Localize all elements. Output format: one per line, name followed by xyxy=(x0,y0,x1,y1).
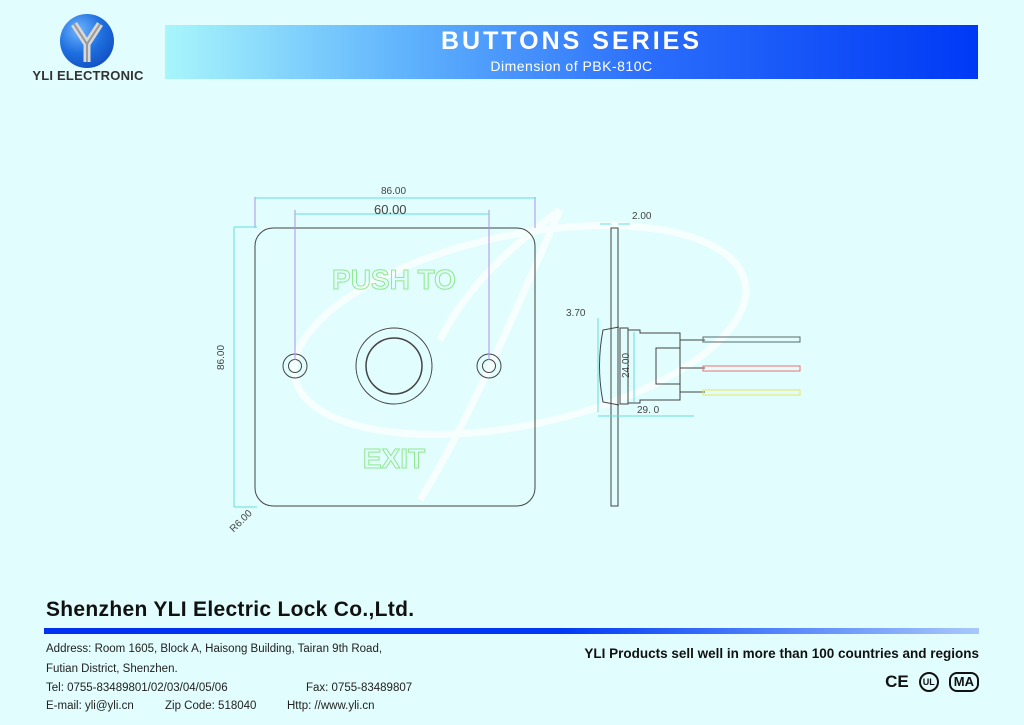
legend-exit: EXIT xyxy=(363,443,425,474)
wire-grey xyxy=(702,336,801,343)
certification-marks: CE UL MA xyxy=(885,672,979,692)
company-logo: YLI ELECTRONIC xyxy=(18,12,158,88)
dim-overall-height: 86.00 xyxy=(216,344,228,371)
dim-plate-thickness: 2.00 xyxy=(632,211,652,222)
ul-mark-icon: UL xyxy=(918,672,939,692)
slogan: YLI Products sell well in more than 100 … xyxy=(584,646,979,661)
footer-divider xyxy=(44,628,979,634)
cma-mark-icon: MA xyxy=(948,672,979,692)
page-subtitle: Dimension of PBK-810C xyxy=(490,58,653,74)
side-plate-outline xyxy=(610,227,619,507)
zip-code: Zip Code: 518040 xyxy=(165,700,257,712)
page-title: BUTTONS SERIES xyxy=(440,27,703,55)
email: E-mail: yli@yli.cn xyxy=(46,700,134,712)
dim-overall-width: 86.00 xyxy=(381,186,407,197)
address-line-2: Futian District, Shenzhen. xyxy=(46,663,178,675)
dim-body-diameter: 24.00 xyxy=(621,352,633,379)
dim-depth: 29. 0 xyxy=(637,405,660,416)
wire-yellow xyxy=(702,389,801,396)
address-line-1: Address: Room 1605, Block A, Haisong Bui… xyxy=(46,643,383,655)
dim-button-protrusion: 3.70 xyxy=(566,308,586,319)
watermark-icon xyxy=(290,207,750,502)
front-plate-outline xyxy=(254,227,536,507)
fax: Fax: 0755-83489807 xyxy=(306,682,413,694)
ce-mark-icon: CE xyxy=(885,672,909,691)
telephone: Tel: 0755-83489801/02/03/04/05/06 xyxy=(46,682,228,694)
legend-push-to: PUSH TO xyxy=(332,264,456,295)
brand-name: YLI ELECTRONIC xyxy=(32,68,144,83)
title-banner: BUTTONS SERIES Dimension of PBK-810C xyxy=(165,25,978,79)
wire-red xyxy=(702,365,801,372)
yli-y-logo-icon xyxy=(60,14,114,68)
website-link[interactable]: Http: //www.yli.cn xyxy=(287,700,375,712)
dim-hole-spacing: 60.00 xyxy=(374,202,407,217)
company-name: Shenzhen YLI Electric Lock Co.,Ltd. xyxy=(46,598,415,621)
